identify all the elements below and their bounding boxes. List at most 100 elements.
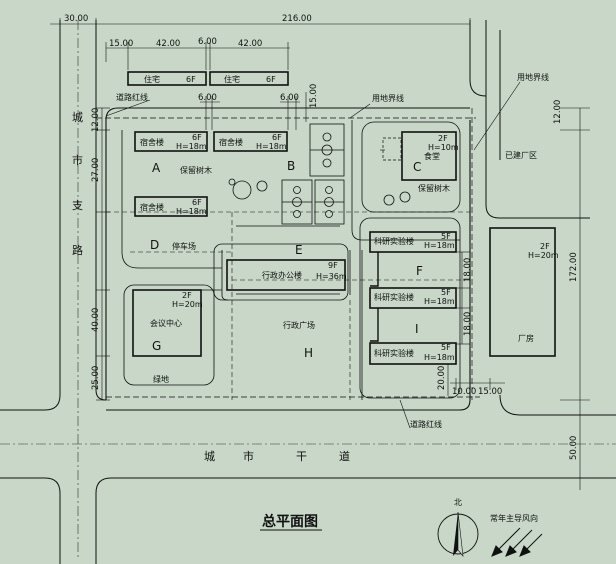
house-1-floors: 6F xyxy=(186,75,196,84)
dorm-3-floors: 6F xyxy=(192,198,202,207)
dorm-1-name: 宿舍楼 xyxy=(140,137,164,147)
dorm-2-name: 宿舍楼 xyxy=(219,137,243,147)
house-2-floors: 6F xyxy=(266,75,276,84)
zone-c: C xyxy=(413,160,421,174)
lab-1-height: H=18m xyxy=(424,241,455,250)
lab-3-floors: 5F xyxy=(441,343,451,352)
buildings xyxy=(127,71,556,365)
road-redline-bottom-label: 道路红线 xyxy=(410,419,442,429)
red-lines xyxy=(96,108,480,400)
lab-3-height: H=18m xyxy=(424,353,455,362)
admin-height: H=36m xyxy=(316,272,347,281)
greenbelt-label: 绿地 xyxy=(153,374,169,384)
dim-42-b: 42.00 xyxy=(238,39,262,49)
annotation-labels: 道路红线 用地界线 用地界线 已建厂区 保留树木 保留树木 绿地 行政广场 停车… xyxy=(116,72,549,429)
retained-trees xyxy=(228,178,411,206)
house-2-name: 住宅 xyxy=(224,74,240,84)
zone-a: A xyxy=(152,161,161,175)
conference-name: 会议中心 xyxy=(150,318,182,328)
building-lab-3 xyxy=(369,342,457,365)
lab-2-name: 科研实验楼 xyxy=(374,292,414,302)
factory-height: H=20m xyxy=(528,251,559,260)
south-road-char-1: 城 xyxy=(204,450,215,463)
factory-name: 厂房 xyxy=(518,333,534,343)
zone-h: H xyxy=(304,346,313,360)
house-1-name: 住宅 xyxy=(144,74,160,84)
zone-letters: A B C D E F G H I xyxy=(150,159,423,360)
building-dorm-3 xyxy=(134,196,208,217)
lab-2-height: H=18m xyxy=(424,297,455,306)
retained-trees-label-2: 保留树木 xyxy=(418,183,450,193)
dim-right-12: 12.00 xyxy=(553,100,563,124)
zone-g: G xyxy=(152,339,161,353)
dimension-lines xyxy=(50,18,590,490)
south-road-char-3: 干 xyxy=(296,450,307,463)
factory-floors: 2F xyxy=(540,242,550,251)
canteen-name: 食堂 xyxy=(424,151,440,161)
building-dorm-2 xyxy=(213,131,288,152)
west-road-char-2: 市 xyxy=(72,153,83,167)
dim-15-vertical: 15.00 xyxy=(309,84,319,108)
dim-bottom-15: 15.00 xyxy=(478,387,502,397)
dim-right-50: 50.00 xyxy=(569,436,579,460)
north-label: 北 xyxy=(454,498,462,507)
dim-lab-20: 20.00 xyxy=(437,366,447,390)
zone-d: D xyxy=(150,238,159,252)
conference-height: H=20m xyxy=(172,300,203,309)
south-road-char-4: 道 xyxy=(339,449,350,463)
lab-wings xyxy=(370,252,379,342)
dim-left-25: 25.00 xyxy=(91,366,101,390)
zone-b: B xyxy=(287,159,295,173)
dim-top-30: 30.00 xyxy=(64,14,88,24)
dashed-paths xyxy=(106,149,470,400)
lab-1-floors: 5F xyxy=(441,232,451,241)
zone-f: F xyxy=(416,264,423,278)
site-boundary-right-label: 用地界线 xyxy=(517,72,549,82)
dim-lab-18-a: 18.00 xyxy=(463,258,473,282)
admin-floors: 9F xyxy=(328,261,338,270)
dimension-labels: 30.00 216.00 15.00 42.00 6.00 42.00 6.00… xyxy=(64,14,579,460)
dorm-1-floors: 6F xyxy=(192,133,202,142)
parking-label: 停车场 xyxy=(172,241,196,251)
dim-6-mid: 6.00 xyxy=(198,93,217,103)
retained-trees-label-1: 保留树木 xyxy=(180,165,212,175)
site-boundary-label: 用地界线 xyxy=(372,93,404,103)
dorm-2-floors: 6F xyxy=(272,133,282,142)
dim-top-216: 216.00 xyxy=(282,14,312,24)
dim-42-a: 42.00 xyxy=(156,39,180,49)
existing-zone-label: 已建厂区 xyxy=(505,150,537,160)
dorm-3-height: H=18m xyxy=(176,207,207,216)
lab-2-floors: 5F xyxy=(441,288,451,297)
road-centerlines xyxy=(0,20,616,560)
lab-1-name: 科研实验楼 xyxy=(374,236,414,246)
conference-floors: 2F xyxy=(182,291,192,300)
west-road-char-1: 城 xyxy=(72,111,83,124)
dim-right-172: 172.00 xyxy=(569,252,579,282)
sports-courts xyxy=(281,123,345,225)
dim-6-right: 6.00 xyxy=(280,93,299,103)
dorm-1-height: H=18m xyxy=(176,142,207,151)
west-road-char-4: 路 xyxy=(72,244,83,257)
building-lab-2 xyxy=(369,287,457,309)
building-dorm-1 xyxy=(134,131,208,152)
canteen-floors: 2F xyxy=(438,134,448,143)
north-arrow-icon xyxy=(437,511,479,557)
building-canteen xyxy=(401,131,457,181)
south-road-char-2: 市 xyxy=(243,449,254,463)
canteen-height: H=10m xyxy=(428,143,459,152)
dim-bottom-10: 10.00 xyxy=(452,387,476,397)
wind-direction-icon xyxy=(491,527,543,557)
west-road-char-3: 支 xyxy=(72,199,83,212)
dorm-2-height: H=18m xyxy=(256,142,287,151)
admin-plaza-label: 行政广场 xyxy=(283,320,315,330)
building-house-2 xyxy=(209,71,289,86)
building-factory xyxy=(489,227,556,357)
admin-name: 行政办公楼 xyxy=(262,270,302,280)
building-conference xyxy=(132,289,202,357)
dim-left-27: 27.00 xyxy=(91,158,101,182)
road-names: 城 市 支 路 城 市 干 道 xyxy=(72,111,350,463)
building-labels: 住宅 6F 住宅 6F 宿舍楼 6F H=18m 宿舍楼 6F H=18m 宿舍… xyxy=(140,74,559,362)
road-redline-top-label: 道路红线 xyxy=(116,92,148,102)
